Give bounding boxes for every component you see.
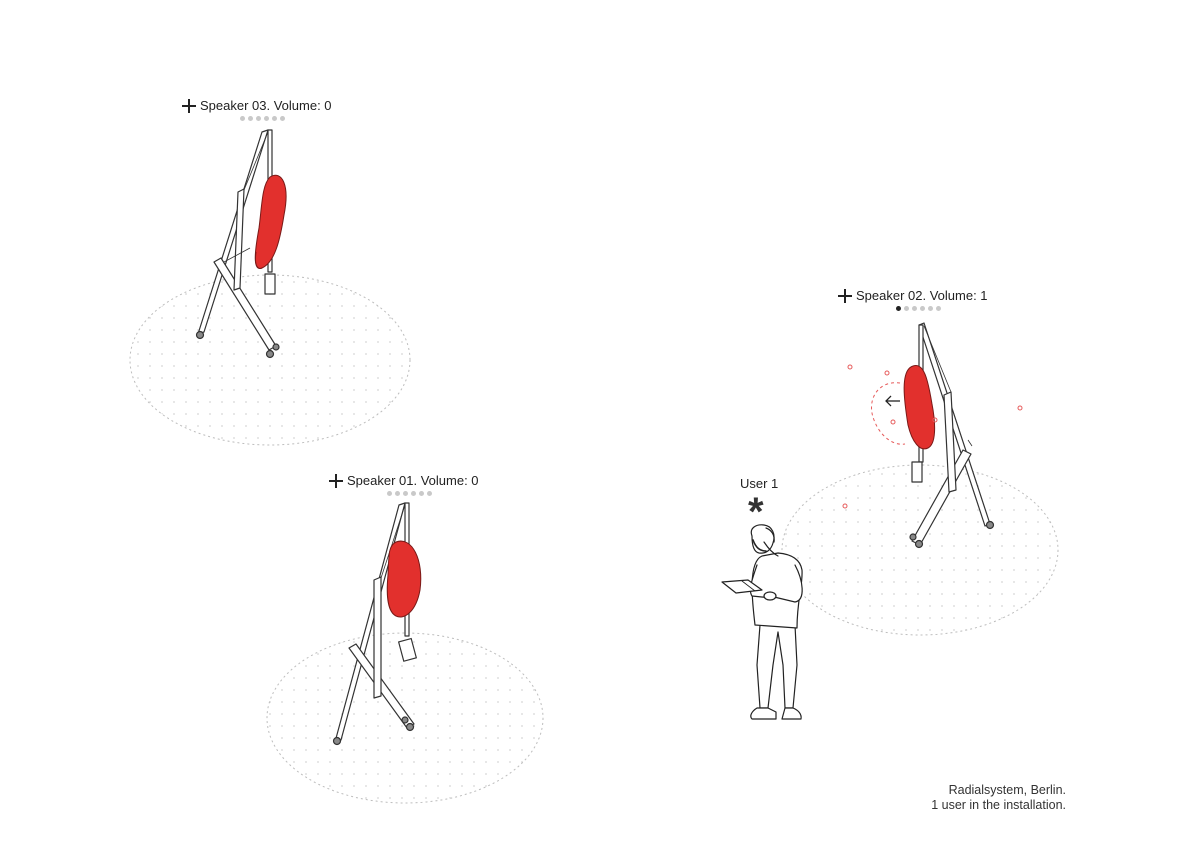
speaker-01-driver bbox=[386, 540, 422, 618]
volume-level-dot bbox=[403, 491, 408, 496]
speaker-02-sound-wave bbox=[842, 364, 1023, 509]
speaker-01-volume-meter bbox=[387, 491, 432, 496]
caption-line-1: Radialsystem, Berlin. bbox=[948, 783, 1066, 797]
plus-icon bbox=[838, 289, 852, 303]
speaker-02-stand bbox=[909, 322, 995, 549]
zone-speaker-03 bbox=[129, 274, 411, 446]
speaker-01-label: Speaker 01. Volume: 0 bbox=[329, 473, 479, 489]
user-label: User 1 bbox=[740, 476, 779, 491]
caption-line-2: 1 user in the installation. bbox=[931, 798, 1066, 812]
volume-level-dot bbox=[256, 116, 261, 121]
volume-level-dot bbox=[264, 116, 269, 121]
speaker-03-label: Speaker 03. Volume: 0 bbox=[182, 98, 332, 114]
zone-speaker-02 bbox=[781, 464, 1059, 636]
volume-level-dot bbox=[419, 491, 424, 496]
volume-level-dot bbox=[411, 491, 416, 496]
plus-icon bbox=[182, 99, 196, 113]
speaker-01-name: Speaker 01. Volume: 0 bbox=[347, 473, 479, 488]
user-figure bbox=[721, 524, 803, 720]
volume-level-dot bbox=[240, 116, 245, 121]
speaker-02-volume-meter bbox=[896, 306, 941, 311]
volume-level-dot bbox=[920, 306, 925, 311]
speaker-02-name: Speaker 02. Volume: 1 bbox=[856, 288, 988, 303]
volume-level-dot bbox=[936, 306, 941, 311]
volume-level-dot bbox=[896, 306, 901, 311]
plus-icon bbox=[329, 474, 343, 488]
volume-level-dot bbox=[272, 116, 277, 121]
volume-level-dot bbox=[395, 491, 400, 496]
speaker-02-driver bbox=[903, 365, 936, 450]
volume-level-dot bbox=[427, 491, 432, 496]
volume-level-dot bbox=[248, 116, 253, 121]
arrow-left-icon bbox=[885, 395, 900, 407]
asterisk-icon: * bbox=[748, 490, 764, 526]
volume-level-dot bbox=[912, 306, 917, 311]
volume-level-dot bbox=[904, 306, 909, 311]
volume-level-dot bbox=[280, 116, 285, 121]
speaker-03-stand bbox=[195, 129, 280, 359]
caption: Radialsystem, Berlin. 1 user in the inst… bbox=[931, 783, 1066, 813]
speaker-03-name: Speaker 03. Volume: 0 bbox=[200, 98, 332, 113]
volume-level-dot bbox=[387, 491, 392, 496]
speaker-03-driver bbox=[254, 174, 287, 269]
speaker-03-volume-meter bbox=[240, 116, 285, 121]
speaker-02-label: Speaker 02. Volume: 1 bbox=[838, 288, 988, 304]
volume-level-dot bbox=[928, 306, 933, 311]
